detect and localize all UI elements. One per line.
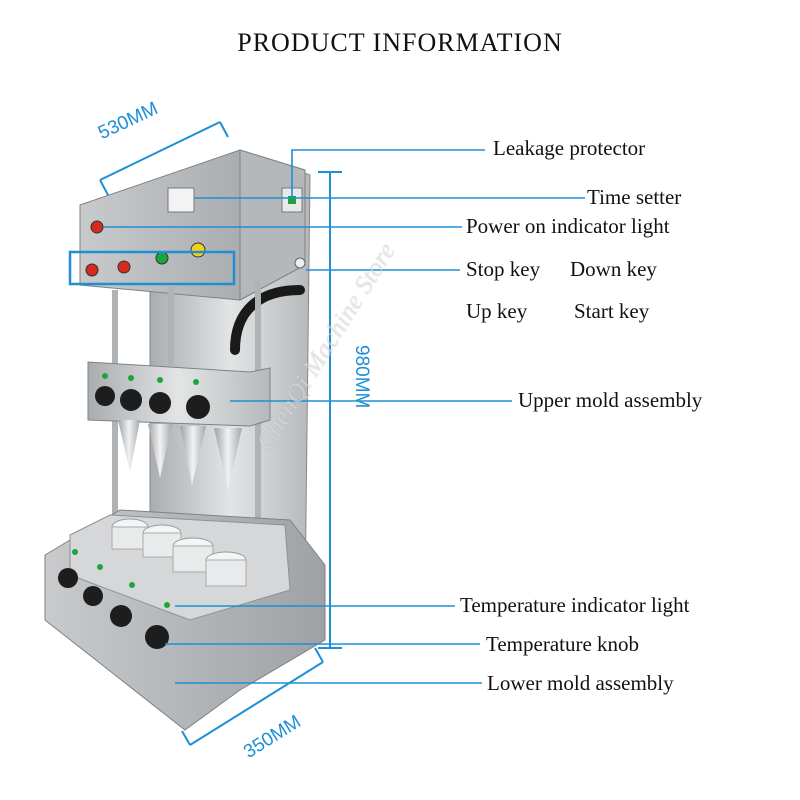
label-leakage-protector: Leakage protector — [493, 136, 646, 160]
label-temp-indicator: Temperature indicator light — [460, 593, 690, 617]
label-up-key: Up key — [466, 299, 528, 323]
lower-cups — [111, 518, 247, 587]
keys-highlight-box — [68, 250, 236, 286]
height-dimension-label: 980MM — [351, 345, 372, 409]
time-setter-device — [167, 187, 195, 213]
up-button — [155, 251, 169, 265]
label-down-key: Down key — [570, 257, 657, 281]
label-upper-mold: Upper mold assembly — [518, 388, 703, 412]
label-stop-key: Stop key — [466, 257, 541, 281]
label-temp-knob: Temperature knob — [486, 632, 640, 656]
down-button — [117, 260, 131, 274]
start-button — [190, 242, 206, 258]
label-start-key: Start key — [574, 299, 650, 323]
upper-mold-box — [87, 361, 271, 427]
upper-knobs — [95, 373, 210, 419]
stop-button — [85, 263, 99, 277]
label-lower-mold: Lower mold assembly — [487, 671, 674, 695]
callout-lines — [103, 149, 585, 684]
dimension-lines — [99, 121, 342, 746]
page-title: PRODUCT INFORMATION — [237, 28, 563, 57]
label-power-indicator: Power on indicator light — [466, 214, 670, 238]
lower-knobs — [58, 549, 170, 649]
label-time-setter: Time setter — [587, 185, 682, 209]
power-indicator-lamp — [90, 220, 104, 234]
